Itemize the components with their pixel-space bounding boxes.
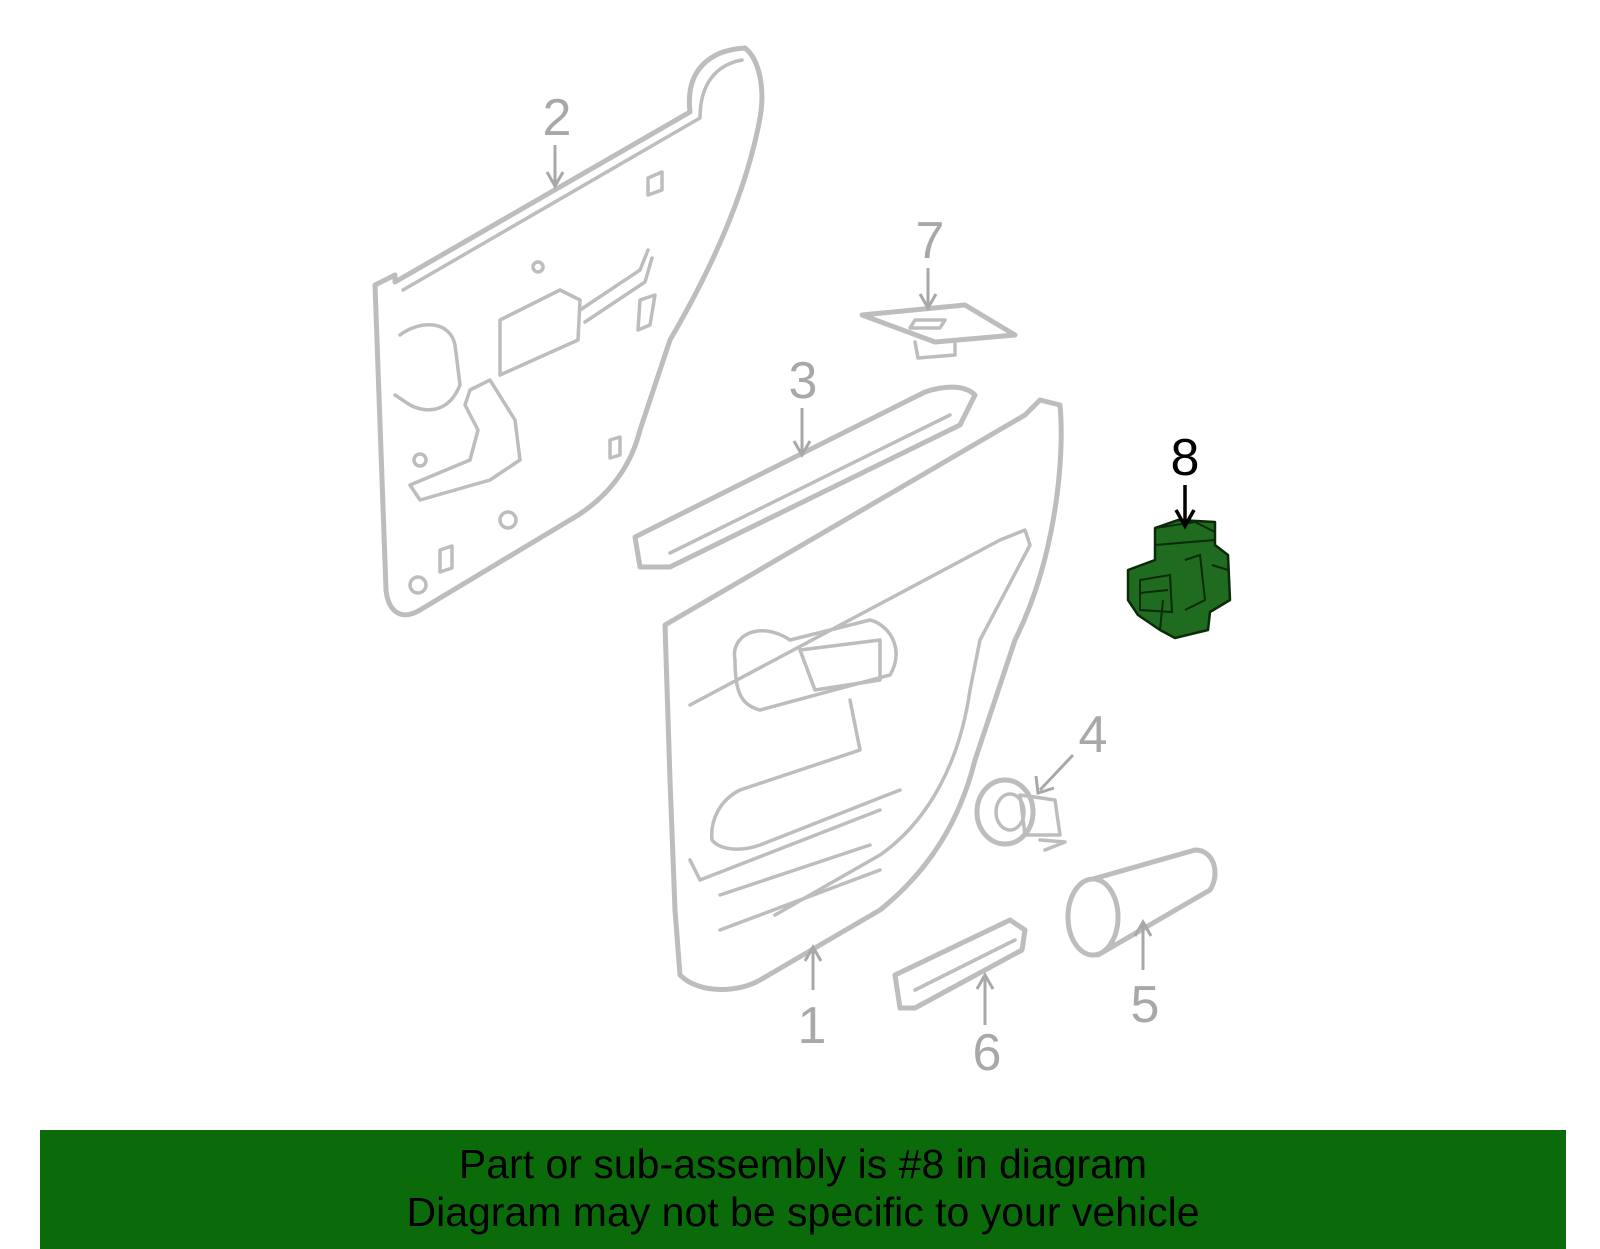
part-1-door-trim-panel[interactable] (662, 397, 1064, 992)
part-4-clip[interactable] (974, 777, 1067, 852)
part-3-belt-trim-strip[interactable] (632, 384, 978, 570)
callout-8: 8 (1171, 429, 1200, 487)
parts-diagram: 2 7 3 8 4 5 6 1 (372, 45, 1232, 1082)
callout-7: 7 (916, 212, 945, 270)
callout-3: 3 (789, 352, 818, 410)
leader-arrows (545, 145, 1196, 1025)
callout-4: 4 (1079, 706, 1108, 764)
part-2-door-inner-panel[interactable] (372, 45, 765, 618)
callout-2: 2 (543, 89, 572, 147)
part-5-grip-cover[interactable] (1065, 847, 1218, 958)
banner-line-part-number: Part or sub-assembly is #8 in diagram (458, 1141, 1148, 1187)
info-banner: Part or sub-assembly is #8 in diagram Di… (40, 1130, 1566, 1249)
callout-6: 6 (973, 1024, 1002, 1082)
callout-1: 1 (798, 997, 827, 1055)
banner-line-disclaimer: Diagram may not be specific to your vehi… (406, 1189, 1200, 1235)
part-8-window-switch[interactable] (1126, 518, 1232, 640)
part-6-lower-trim-strip[interactable] (892, 917, 1028, 1011)
part-7-bracket[interactable] (859, 302, 1018, 360)
callout-5: 5 (1131, 976, 1160, 1034)
